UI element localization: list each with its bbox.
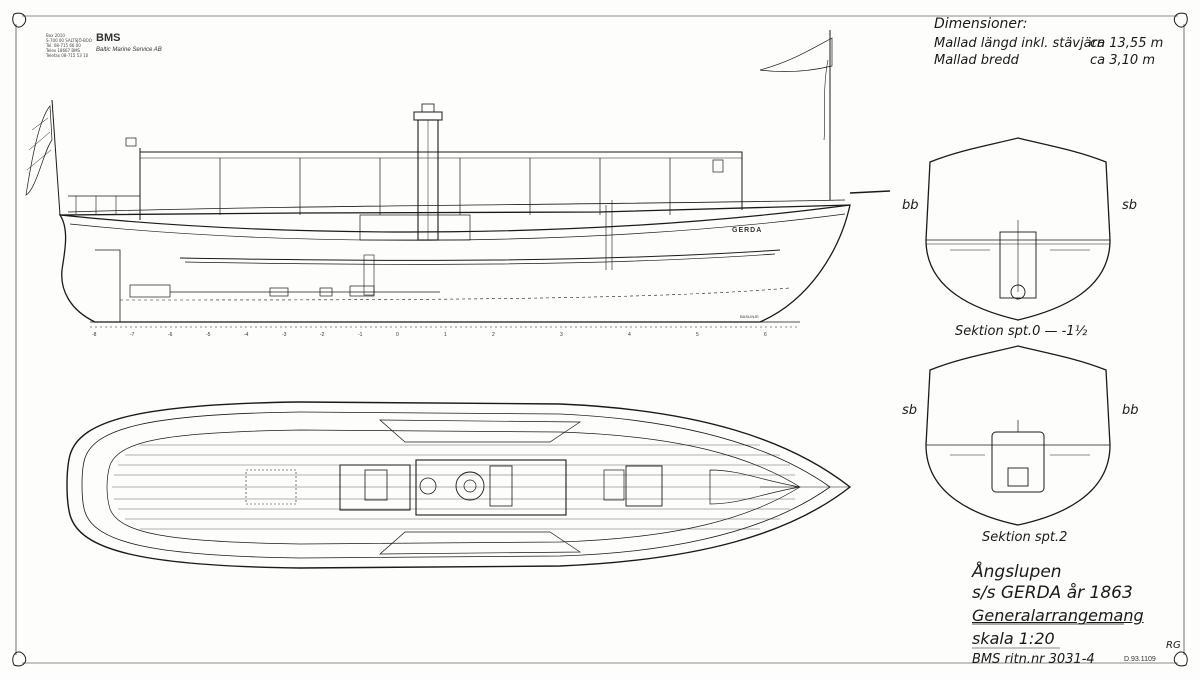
station-label: 0: [396, 332, 399, 338]
dimensions-title: Dimensioner:: [934, 16, 1028, 32]
station-label: 5: [696, 332, 699, 338]
address-line: Telex 18667 BMS: [46, 48, 81, 53]
section2-left-label: sb: [902, 403, 918, 418]
drafter-initials: RG: [1166, 640, 1181, 651]
station-label: -6: [168, 332, 173, 338]
title-vessel-type: Ångslupen: [972, 562, 1062, 582]
dimension-label-beam: Mallad bredd: [934, 53, 1019, 68]
station-label: 1: [444, 332, 447, 338]
station-label: -2: [320, 332, 325, 338]
station-label: -3: [282, 332, 287, 338]
profile-view: [25, 30, 891, 328]
section1-left-label: bb: [902, 198, 919, 213]
drawing-reference: D.93.1109: [1124, 656, 1156, 663]
title-scale: skala 1:20: [972, 629, 1055, 648]
dimension-label-length: Mallad längd inkl. stävjärn: [934, 36, 1106, 51]
address-line: Box 2010: [46, 33, 65, 38]
section2-caption: Sektion spt.2: [982, 530, 1068, 545]
station-label: -4: [244, 332, 249, 338]
title-drawing-type: Generalarrangemang: [972, 606, 1144, 625]
station-label: 6: [764, 332, 767, 338]
border-frame: [12, 12, 1188, 667]
section1-caption: Sektion spt.0 — -1½: [955, 324, 1088, 339]
plan-view: [66, 401, 852, 569]
section-2-view: [925, 345, 1111, 526]
section-1-view: [925, 137, 1111, 321]
dimension-value-length: ca 13,55 m: [1090, 36, 1164, 51]
address-line: S-700 00 SALTSJÖ-BOO: [46, 38, 92, 43]
address-line: Telefax 08-715 53 10: [46, 53, 89, 58]
station-label: 3: [560, 332, 563, 338]
company-name: Baltic Marine Service AB: [96, 47, 162, 53]
bms-logo: BMS: [96, 32, 121, 44]
title-vessel-name: s/s GERDA år 1863: [972, 583, 1133, 603]
station-label: -5: [206, 332, 211, 338]
station-label: -8: [92, 332, 97, 338]
station-labels: -8 -7 -6 -5 -4 -3 -2 -1 0 1 2 3 4 5 6 BA…: [92, 227, 767, 338]
section1-right-label: sb: [1122, 198, 1138, 213]
station-label: -7: [130, 332, 135, 338]
dimension-value-beam: ca 3,10 m: [1090, 53, 1155, 68]
title-drawing-number: BMS ritn.nr 3031-4: [972, 652, 1095, 667]
station-label: -1: [358, 332, 363, 338]
address-line: Tel. 08-715 66 00: [46, 43, 81, 48]
company-address-block: Box 2010 S-700 00 SALTSJÖ-BOO Tel. 08-71…: [46, 33, 92, 58]
hull-name: GERDA: [732, 227, 762, 234]
station-label: 4: [628, 332, 631, 338]
baseline-label: BASLINJE: [740, 314, 759, 319]
section2-right-label: bb: [1122, 403, 1139, 418]
station-label: 2: [492, 332, 495, 338]
